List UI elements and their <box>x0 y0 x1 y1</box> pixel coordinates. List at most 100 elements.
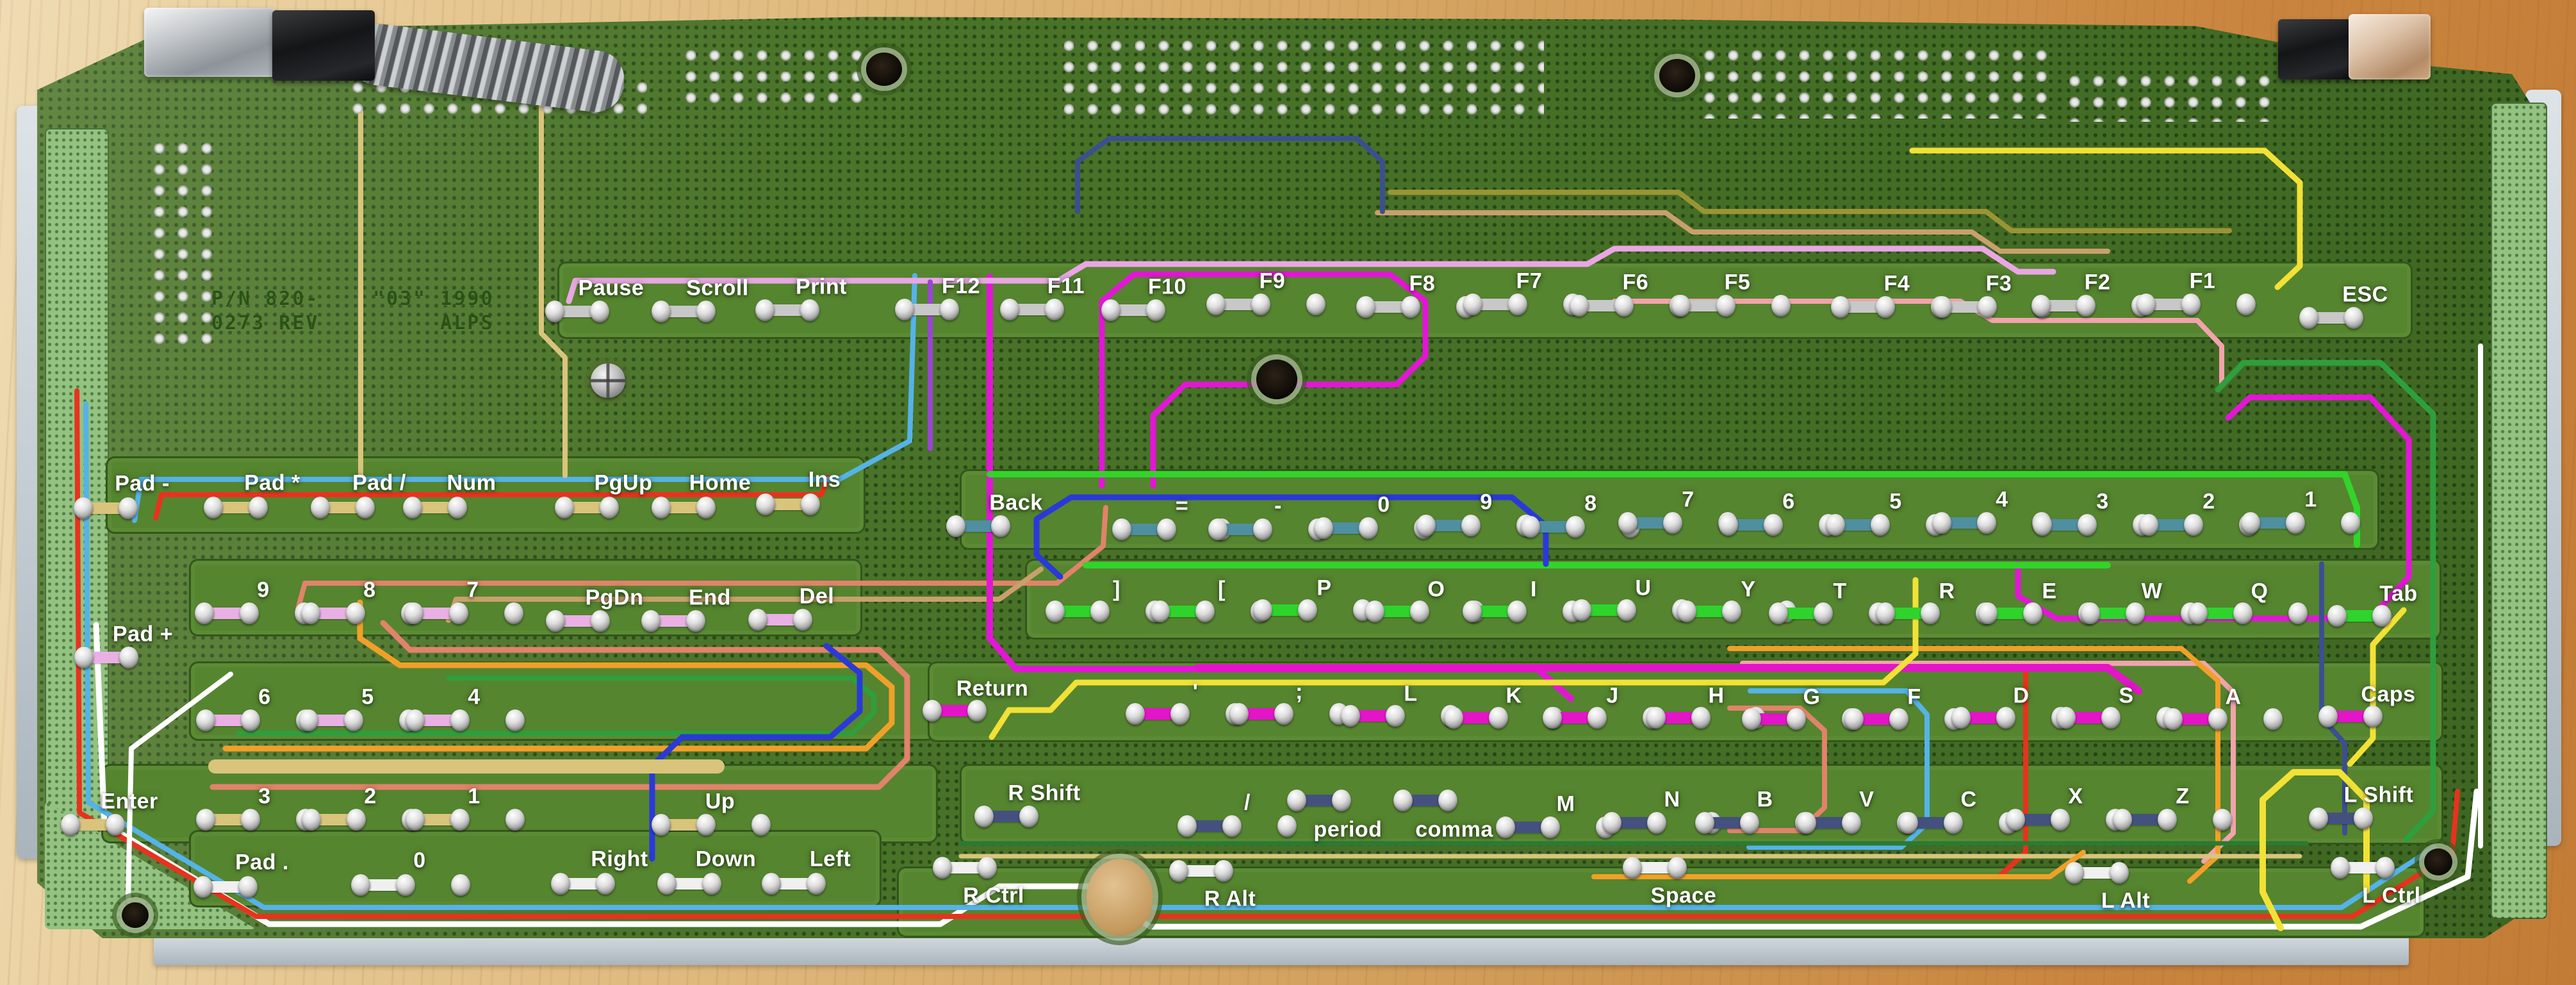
key-annotation-label: I <box>1530 577 1537 602</box>
solder-jumper <box>1179 865 1224 877</box>
solder-jumper <box>1454 712 1498 724</box>
mounting-hole <box>1659 59 1695 92</box>
key-annotation-label: Return <box>956 676 1029 701</box>
solder-pad <box>2139 514 2158 536</box>
solder-jumper <box>1375 606 1420 617</box>
solder-jumper <box>984 811 1029 822</box>
key-annotation-label: P <box>1317 575 1332 600</box>
key-annotation-label: [ <box>1218 577 1226 602</box>
solder-pad <box>1341 705 1360 727</box>
key-annotation-label: R Alt <box>1204 886 1256 911</box>
solder-pad <box>351 874 370 896</box>
key-annotation-label: 9 <box>1480 490 1493 515</box>
solder-jumper <box>413 502 457 513</box>
key-annotation-label: F11 <box>1047 274 1085 299</box>
solder-jumper <box>1579 300 1624 311</box>
solder-jumper <box>1942 301 1987 313</box>
solder-pad <box>204 497 223 518</box>
solder-pad <box>923 700 942 722</box>
solder-pad <box>240 602 259 624</box>
solder-jumper <box>905 304 949 315</box>
solder-pad <box>61 814 80 836</box>
solder-pad <box>1507 600 1527 622</box>
solder-pad <box>241 809 260 831</box>
key-annotation-label: C <box>1960 787 1977 812</box>
solder-jumper <box>1632 862 1677 873</box>
solder-pad <box>1764 514 1783 536</box>
solder-pad <box>1146 299 1165 321</box>
key-annotation-label: / <box>1244 790 1251 815</box>
solder-pad <box>356 497 375 518</box>
solder-pad <box>1978 602 1998 624</box>
solder-pad <box>504 602 523 624</box>
key-annotation-label: V <box>1859 787 1875 812</box>
key-annotation-label: L Shift <box>2343 782 2414 807</box>
solder-jumper <box>2066 712 2111 724</box>
key-annotation-label: Pad * <box>244 470 300 495</box>
solder-pad <box>1647 812 1666 834</box>
key-annotation-label: 3 <box>258 784 271 809</box>
solder-pad <box>396 874 415 896</box>
solder-jumper <box>415 715 460 726</box>
mounting-hole <box>122 902 149 928</box>
solder-pad <box>1944 812 1963 834</box>
solder-pad <box>196 709 215 731</box>
solder-pad <box>2318 706 2338 727</box>
solder-jumper <box>667 878 712 890</box>
solder-pad <box>1157 518 1176 540</box>
solder-jumper <box>2074 867 2119 879</box>
key-annotation-label: 0 <box>1377 492 1390 517</box>
solder-pad <box>2065 862 2084 884</box>
solder-pad <box>1169 860 1188 882</box>
key-annotation-label: Space <box>1650 883 1717 908</box>
solder-pad <box>1046 600 1065 622</box>
solder-pad <box>2051 809 2070 831</box>
key-annotation-label: X <box>2068 784 2083 809</box>
solder-pad <box>762 873 781 895</box>
solder-jumper <box>1366 301 1411 313</box>
solder-jumper <box>70 819 115 831</box>
solder-pad <box>1695 812 1714 834</box>
solder-pad <box>2056 707 2076 729</box>
solder-pad <box>1668 857 1687 879</box>
key-annotation-label: 8 <box>1584 491 1597 516</box>
solder-pad <box>406 709 425 731</box>
solder-jumper <box>1854 713 1899 725</box>
solder-pad <box>696 814 716 836</box>
key-annotation-label: L <box>1404 681 1418 706</box>
solder-jumper <box>1122 524 1167 535</box>
key-annotation-label: comma <box>1415 817 1493 842</box>
solder-pad <box>1876 602 1895 624</box>
solder-jumper <box>1778 608 1823 619</box>
solder-jumper <box>1687 606 1732 617</box>
solder-pad <box>748 609 767 631</box>
solder-pad <box>1614 295 1634 317</box>
solder-jumper <box>2198 608 2243 619</box>
key-annotation-label: 7 <box>1682 487 1694 512</box>
solder-pad <box>946 515 965 537</box>
key-annotation-label: Up <box>705 789 735 814</box>
solder-pad <box>196 809 215 831</box>
key-annotation-label: F4 <box>1883 271 1910 296</box>
solder-pad <box>1671 295 1691 317</box>
solder-jumper <box>1582 604 1627 616</box>
key-annotation-label: 5 <box>361 684 374 709</box>
solder-jumper <box>1908 817 1953 829</box>
solder-pad <box>1489 707 1508 729</box>
solder-pad <box>546 610 565 632</box>
solder-pad <box>2363 706 2383 727</box>
solder-pad <box>1921 602 1940 624</box>
solder-pad <box>2286 512 2305 534</box>
solder-pad <box>1496 816 1515 838</box>
solder-pad <box>1410 600 1429 622</box>
solder-pad <box>641 610 660 632</box>
solder-pad <box>1996 707 2015 729</box>
key-annotation-label: ] <box>1113 577 1120 602</box>
key-annotation-label: 6 <box>1782 489 1795 514</box>
solder-jumper <box>83 502 128 514</box>
key-annotation-label: 2 <box>2203 489 2215 514</box>
key-annotation-label: Y <box>1741 577 1756 602</box>
solder-jumper <box>1055 606 1100 617</box>
solder-jumper <box>415 814 460 825</box>
solder-jumper <box>1472 606 1517 617</box>
